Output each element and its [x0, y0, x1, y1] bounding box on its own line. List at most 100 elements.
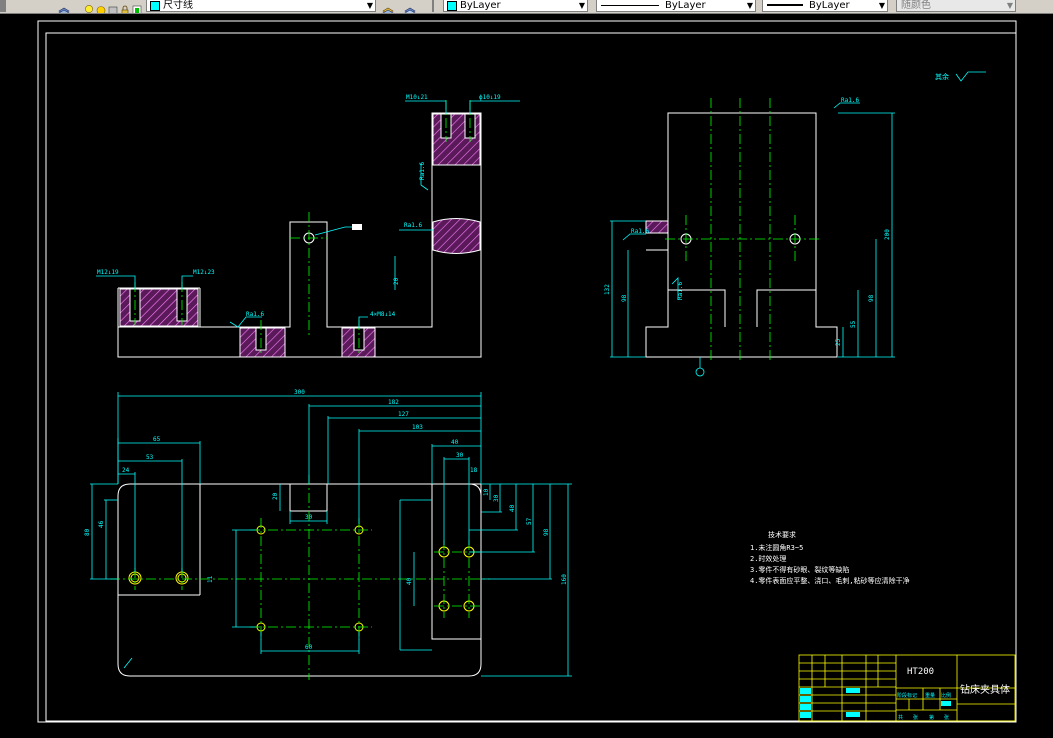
linetype-combo[interactable]: ByLayer ▼	[596, 0, 756, 12]
dim-text: 53	[146, 454, 154, 461]
chevron-down-icon[interactable]: ▼	[366, 1, 373, 10]
properties-toolbar: 尺寸线 ▼ ByLayer ▼ ByLayer ▼ ByLayer ▼ 随颜色 …	[0, 0, 1053, 14]
plan-centerlines	[110, 475, 490, 680]
tech-item: 1.未注圆角R3~5	[750, 543, 803, 552]
linetype-value: ByLayer	[665, 0, 706, 11]
dim-text: 20	[393, 277, 400, 285]
lineweight-sample	[767, 4, 803, 6]
color-value: ByLayer	[460, 0, 501, 11]
chevron-down-icon[interactable]: ▼	[746, 1, 753, 10]
dim-text: 65	[153, 436, 161, 443]
front-centerlines	[134, 100, 471, 356]
chevron-down-icon[interactable]: ▼	[578, 1, 585, 10]
color-combo[interactable]: ByLayer ▼	[443, 0, 588, 12]
color-swatch	[447, 1, 457, 11]
title-cell-text: 张	[913, 714, 918, 721]
dim-text: 98	[621, 294, 628, 302]
dim-text: 98	[543, 528, 550, 536]
plan-dimensions	[90, 392, 572, 677]
callout-text: Ra1.6	[404, 222, 422, 229]
surface-note: 其余	[935, 72, 949, 81]
dim-text: 300	[294, 389, 305, 396]
material-text: HT200	[907, 667, 934, 677]
callout-text: Ra1.6	[677, 282, 684, 300]
tech-item: 2.时效处理	[750, 554, 786, 563]
dim-text: 40	[451, 439, 459, 446]
dim-text: 40	[406, 577, 413, 585]
side-view	[645, 112, 838, 358]
dim-text: 40	[509, 504, 516, 512]
dim-text: 11	[207, 575, 214, 583]
layer-combo[interactable]: 尺寸线 ▼	[146, 0, 376, 12]
side-centerlines	[665, 98, 820, 360]
title-cell-text: 共	[898, 714, 903, 721]
title-cell-text: 第	[929, 714, 934, 721]
callout-text: M10↓21	[406, 94, 428, 101]
dim-text: 182	[388, 399, 399, 406]
tech-title: 技术要求	[768, 530, 796, 539]
callout-text: M12↓23	[193, 269, 215, 276]
drawing-canvas[interactable]: M12↓19 M12↓23 M10↓21 ϕ10↓19 4×M8↓14 Ra1.…	[0, 13, 1053, 738]
dim-text: 18	[470, 467, 478, 474]
drawing-border	[45, 32, 1017, 722]
side-dimensions	[610, 102, 895, 377]
plan-view	[117, 483, 482, 677]
dim-text: 103	[412, 424, 423, 431]
dim-text: 132	[604, 284, 611, 295]
dim-text: 30	[493, 494, 500, 502]
tech-item: 3.零件不得有砂眼、裂纹等缺陷	[750, 565, 849, 574]
dim-text: 57	[526, 517, 533, 525]
lock-icon[interactable]	[120, 1, 130, 13]
toolbar-separator	[432, 0, 434, 12]
dim-text: 80	[84, 528, 91, 536]
plotstyle-combo[interactable]: 随颜色 ▼	[896, 0, 1016, 12]
layer-color-swatch	[150, 1, 160, 11]
title-cell-text: 阶段标记	[897, 692, 917, 699]
dim-text: 98	[868, 294, 875, 302]
dim-text: 30	[456, 452, 464, 459]
front-annotations	[96, 100, 520, 328]
chevron-down-icon[interactable]: ▼	[1006, 1, 1013, 10]
callout-text: Ra1.6	[419, 162, 426, 180]
layer-previous-icon[interactable]	[404, 1, 416, 13]
callout-text: 4×M8↓14	[370, 311, 396, 318]
dim-text: 127	[398, 411, 409, 418]
lightbulb-icon[interactable]	[84, 1, 94, 13]
plot-icon[interactable]	[132, 1, 142, 13]
callout-text: Ra1.6	[841, 97, 859, 104]
outer-frame	[37, 20, 1017, 723]
lineweight-value: ByLayer	[809, 0, 850, 11]
plan-holes	[128, 525, 475, 632]
layer-manager-icon[interactable]	[58, 1, 70, 13]
freeze-viewport-icon[interactable]	[108, 1, 118, 13]
front-view	[117, 112, 482, 358]
front-callout-texts: M12↓19 M12↓23 M10↓21 ϕ10↓19 4×M8↓14 Ra1.…	[97, 94, 501, 318]
dim-text: 160	[561, 574, 568, 585]
dim-text: 55	[850, 320, 857, 328]
dim-text: 200	[884, 229, 891, 240]
dim-text: 25	[835, 338, 842, 346]
callout-text: Ra1.6	[246, 311, 264, 318]
title-block	[798, 654, 1016, 722]
toolbar-grip[interactable]	[0, 0, 6, 12]
dim-text: 30	[305, 514, 313, 521]
surface-roughness-note: 其余	[935, 71, 986, 82]
dim-text: 10	[483, 488, 490, 496]
callout-text: Ra1.6	[631, 228, 649, 235]
lineweight-combo[interactable]: ByLayer ▼	[762, 0, 888, 12]
dim-text: 60	[305, 644, 313, 651]
make-object-layer-current-icon[interactable]	[382, 1, 394, 13]
title-block-texts: HT200 钻床夹具体 阶段标记 重量 比例 共 张 第 张	[897, 667, 1010, 721]
dim-text: 20	[272, 492, 279, 500]
plotstyle-value: 随颜色	[901, 0, 931, 11]
plan-dim-texts: 300 182 127 103 40 30 18 65 53 24 46 80 …	[84, 389, 568, 651]
callout-text: M12↓19	[97, 269, 119, 276]
sun-icon[interactable]	[96, 1, 106, 13]
dim-text: 24	[122, 467, 130, 474]
dim-text: 46	[98, 520, 105, 528]
title-cell-text: 重量	[925, 692, 935, 699]
part-name-text: 钻床夹具体	[960, 683, 1010, 696]
side-dim-texts: 132 98 200 98 55 25 Ra1.6 Ra1.6 Ra1.6	[604, 97, 891, 346]
title-block-fills	[800, 688, 951, 718]
chevron-down-icon[interactable]: ▼	[878, 1, 885, 10]
